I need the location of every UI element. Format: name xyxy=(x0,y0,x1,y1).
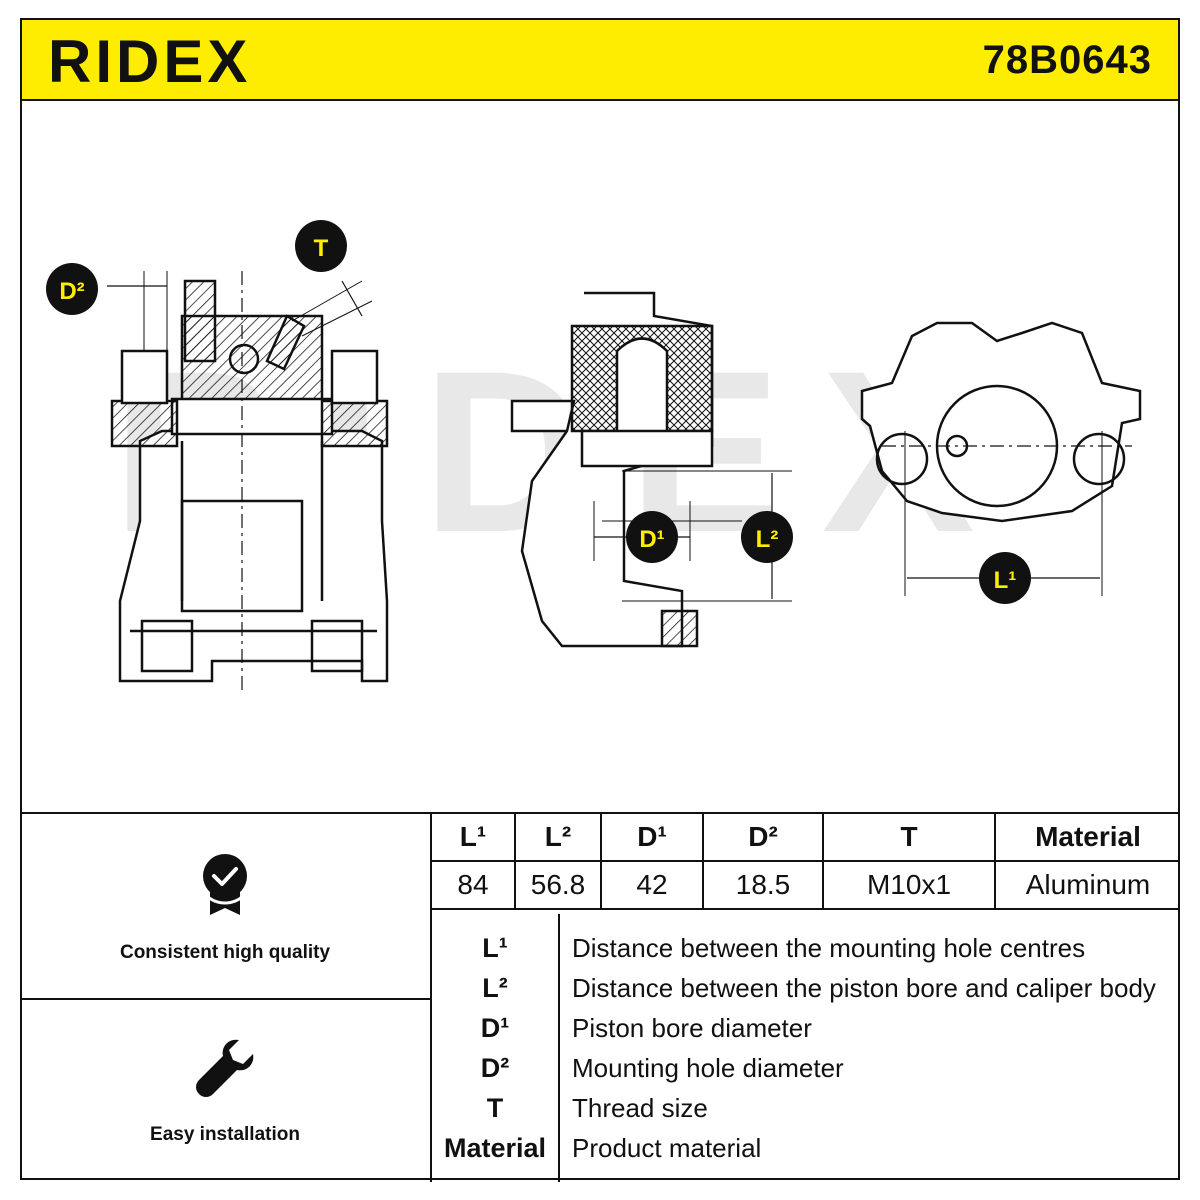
spec-header: D² xyxy=(702,814,824,862)
legend-desc: Mounting hole diameter xyxy=(572,1053,844,1083)
spec-table-header-row: L¹ L² D¹ D² T Material xyxy=(432,814,1180,862)
callout-d1: D¹ xyxy=(626,511,678,563)
feature-panel: Consistent high quality Easy installatio… xyxy=(20,814,432,1182)
part-number: 78B0643 xyxy=(982,38,1152,82)
legend-row: D² Mounting hole diameter xyxy=(432,1048,1180,1088)
svg-text:D²: D² xyxy=(59,278,84,305)
legend-desc: Piston bore diameter xyxy=(572,1013,812,1043)
spec-value: 18.5 xyxy=(702,860,824,910)
legend-desc: Distance between the piston bore and cal… xyxy=(572,973,1156,1003)
callout-t: T xyxy=(295,220,347,272)
legend-desc: Thread size xyxy=(572,1093,708,1123)
legend-key: D² xyxy=(480,1053,510,1083)
spec-value: 42 xyxy=(600,860,704,910)
legend-key: L¹ xyxy=(482,933,508,963)
spec-table-value-row: 84 56.8 42 18.5 M10x1 Aluminum xyxy=(432,860,1180,910)
feature-installation-label: Easy installation xyxy=(150,1124,300,1145)
legend-row: D¹ Piston bore diameter xyxy=(432,1008,1180,1048)
spec-header: Material xyxy=(994,814,1180,862)
legend-row: L² Distance between the piston bore and … xyxy=(432,968,1180,1008)
brand-logo: RIDEX xyxy=(48,28,318,95)
legend-key: Material xyxy=(443,1133,547,1163)
svg-text:T: T xyxy=(314,235,329,262)
callout-l1: L¹ xyxy=(979,552,1031,604)
spec-header: D¹ xyxy=(600,814,704,862)
legend-desc: Product material xyxy=(572,1133,762,1163)
spec-header: L² xyxy=(514,814,602,862)
legend-row: Material Product material xyxy=(432,1128,1180,1168)
caliper-section-view xyxy=(510,291,792,648)
svg-text:D¹: D¹ xyxy=(639,526,664,553)
header-bar: RIDEX 78B0643 xyxy=(20,18,1180,101)
legend-row: T Thread size xyxy=(432,1088,1180,1128)
legend-key: D¹ xyxy=(480,1013,510,1043)
spec-section: Consistent high quality Easy installatio… xyxy=(20,812,1180,1182)
caliper-front-view xyxy=(107,271,389,691)
spec-legend: L¹ Distance between the mounting hole ce… xyxy=(432,914,1180,1182)
legend-divider xyxy=(558,914,560,1182)
technical-drawing: RIDEX xyxy=(22,101,1178,812)
legend-key: T xyxy=(486,1093,504,1123)
svg-text:L¹: L¹ xyxy=(994,567,1017,594)
spec-table: L¹ L² D¹ D² T Material 84 56.8 42 18.5 M… xyxy=(432,814,1180,910)
wrench-icon xyxy=(193,1036,257,1105)
legend-desc: Distance between the mounting hole centr… xyxy=(572,933,1086,963)
spec-value: Aluminum xyxy=(994,860,1180,910)
spec-value: 84 xyxy=(432,860,516,910)
callout-l2: L² xyxy=(741,511,793,563)
spec-header: L¹ xyxy=(432,814,516,862)
legend-key: L² xyxy=(482,973,508,1003)
quality-badge-icon xyxy=(196,847,254,921)
svg-text:L²: L² xyxy=(756,526,779,553)
feature-installation: Easy installation xyxy=(20,1000,430,1182)
legend-row: L¹ Distance between the mounting hole ce… xyxy=(432,928,1180,968)
spec-value: 56.8 xyxy=(514,860,602,910)
feature-quality-label: Consistent high quality xyxy=(119,942,331,963)
callout-d2: D² xyxy=(46,263,98,315)
caliper-rear-view xyxy=(860,321,1142,596)
spec-header: T xyxy=(822,814,996,862)
feature-quality: Consistent high quality xyxy=(20,814,430,1000)
spec-value: M10x1 xyxy=(822,860,996,910)
brand-logo-text: RIDEX xyxy=(48,32,251,90)
